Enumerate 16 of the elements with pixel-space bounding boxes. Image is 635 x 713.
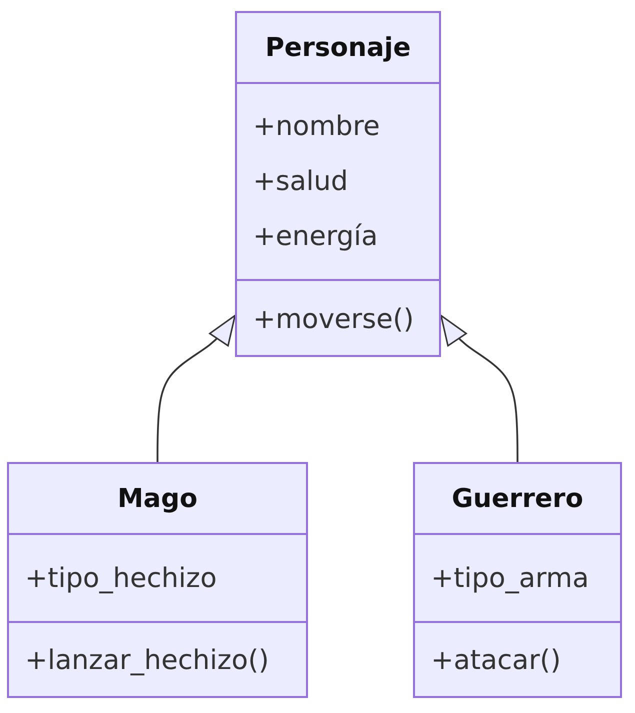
class-box	[7, 462, 308, 698]
inheritance-arrow	[440, 314, 518, 462]
class-box	[413, 462, 622, 698]
class-member: +nombre	[253, 110, 380, 144]
class-member: +salud	[253, 165, 348, 199]
class-box	[235, 11, 441, 357]
class-member: +lanzar_hechizo()	[25, 644, 270, 678]
inheritance-arrow	[156, 314, 236, 462]
class-member: +atacar()	[431, 644, 561, 678]
class-member: +moverse()	[253, 302, 414, 336]
class-member: +tipo_hechizo	[25, 562, 217, 596]
class-name: Guerrero	[450, 482, 584, 516]
class-member: +energía	[253, 220, 378, 254]
class-name: Personaje	[264, 32, 412, 64]
class-name: Mago	[116, 482, 198, 516]
class-member: +tipo_arma	[431, 562, 589, 596]
